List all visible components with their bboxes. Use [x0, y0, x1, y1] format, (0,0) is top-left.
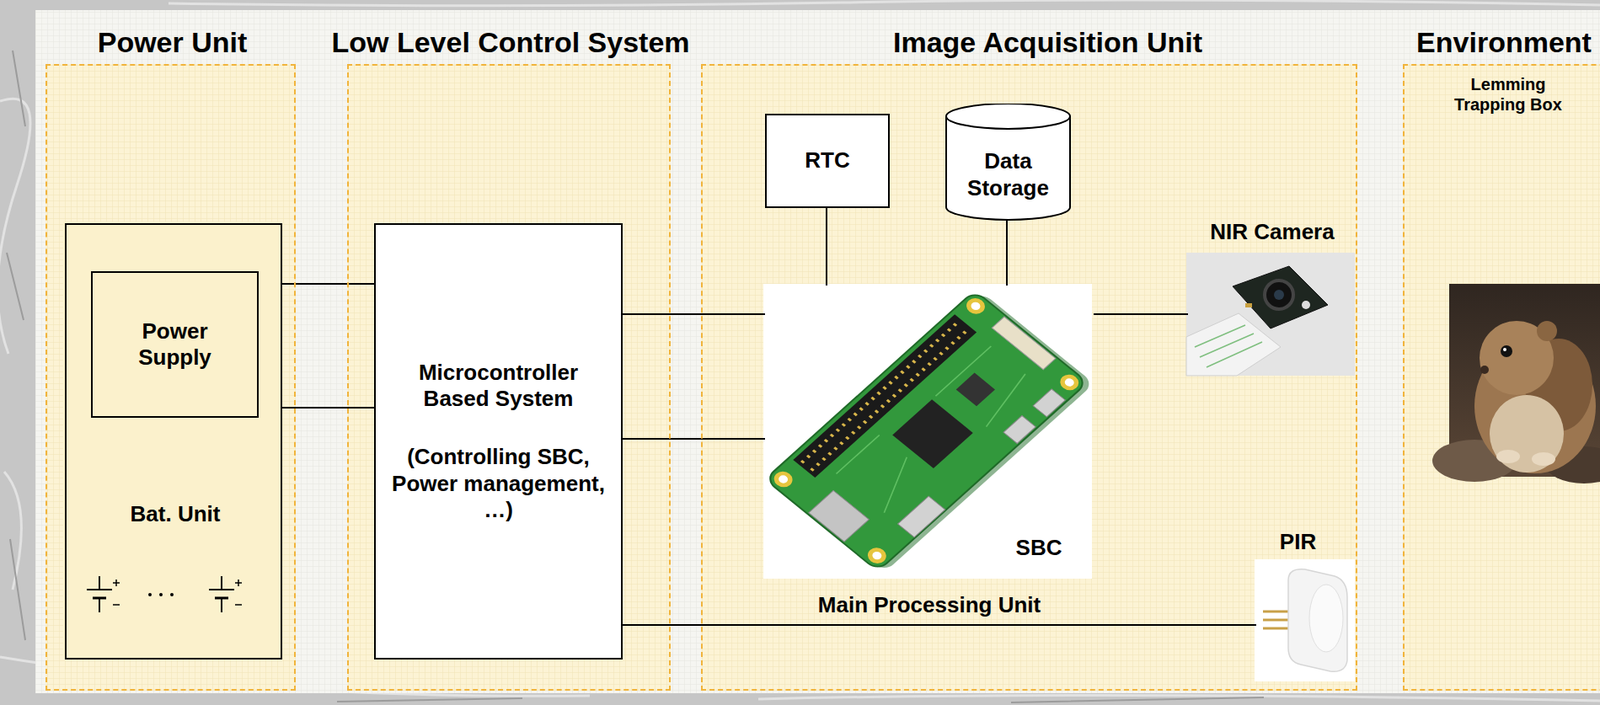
- rtc-box: RTC: [765, 113, 890, 209]
- connector-line: [282, 406, 375, 409]
- text-holder: Main Processing Unit: [748, 590, 1111, 621]
- unit-panel: Environment: [1402, 64, 1600, 691]
- box-label: Main Processing Unit: [818, 592, 1041, 619]
- text-holder: Power Supply: [120, 318, 231, 371]
- box-label: Power Supply: [120, 318, 231, 371]
- battery-box: Bat. Unit Power Supply: [64, 223, 283, 660]
- connector-line: [622, 438, 766, 440]
- connector-line: [622, 313, 766, 316]
- pir-sensor: PIR: [1256, 561, 1357, 684]
- cylinder-body: [946, 103, 1071, 220]
- power-supply-box: Power Supply: [90, 271, 259, 418]
- storage-cylinder: Data Storage: [945, 103, 1071, 221]
- unit-panel: Image Acquisition UnitRTCData StorageSBC…: [701, 64, 1358, 691]
- text-holder: Environment: [1404, 23, 1600, 62]
- text-holder: PIR: [1247, 527, 1349, 558]
- cylinder-rim: [946, 116, 1071, 129]
- connector-line: [1093, 313, 1188, 316]
- box-label: SBC: [1016, 535, 1063, 562]
- text-holder: NIR Camera: [1179, 217, 1365, 248]
- unit-panel: Low Level Control SystemMicrocontroller …: [347, 64, 671, 691]
- text-holder: Microcontroller Based System: [412, 359, 585, 413]
- sbc-board: SBC Main Processing Unit: [765, 285, 1094, 621]
- text-holder: Bat. Unit: [66, 499, 284, 530]
- unit-panel: Power UnitBat. UnitPower Supply: [45, 64, 296, 691]
- text-holder: RTC: [804, 147, 850, 174]
- box-label: NIR Camera: [1209, 219, 1334, 246]
- box-label: Bat. Unit: [130, 501, 221, 528]
- microcontroller-box: Microcontroller Based System (Controlling…: [374, 223, 623, 660]
- connector-line: [282, 283, 375, 285]
- text-holder: (Controlling SBC, Power management, …): [386, 444, 611, 524]
- connector-line: [622, 624, 1257, 627]
- box-label: Data Storage: [953, 148, 1064, 201]
- text-holder: Image Acquisition Unit: [719, 23, 1376, 62]
- box-label: RTC: [804, 147, 850, 174]
- camera-module: NIR Camera: [1187, 254, 1357, 378]
- box-label: Microcontroller Based System: [412, 359, 585, 413]
- unit-heading: Image Acquisition Unit: [893, 25, 1203, 60]
- connector-line: [1006, 220, 1008, 286]
- box-label: (Controlling SBC, Power management, …): [386, 444, 611, 524]
- box-label: PIR: [1279, 529, 1317, 556]
- unit-heading: Low Level Control System: [331, 25, 690, 60]
- text-holder: Data Storage: [945, 128, 1071, 221]
- text-holder: SBC: [1000, 533, 1077, 564]
- text-holder: Power Unit: [0, 23, 348, 62]
- environment-label: Lemming Trapping Box: [1449, 74, 1568, 115]
- text-holder: Low Level Control System: [315, 23, 707, 62]
- text-holder: Lemming Trapping Box: [1449, 70, 1568, 118]
- unit-heading: Environment: [1416, 25, 1592, 60]
- connector-line: [825, 208, 828, 286]
- unit-heading: Power Unit: [97, 25, 248, 60]
